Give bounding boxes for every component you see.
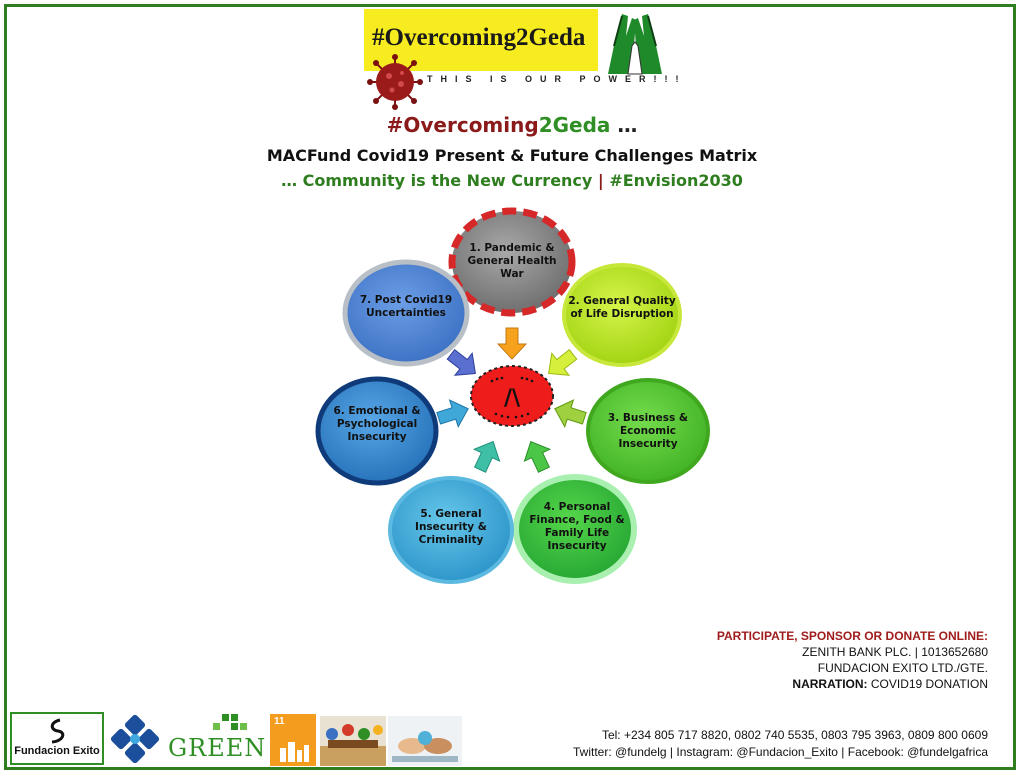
node-2-circle xyxy=(562,263,682,367)
node-4-circle xyxy=(513,474,637,584)
node-2-label: 2. General Quality of Life Disruption xyxy=(568,295,676,320)
arrow-from-node-4 xyxy=(523,440,552,473)
banner-tagline: THIS IS OUR POWER!!! xyxy=(427,74,687,84)
arrow-from-node-5 xyxy=(472,440,501,473)
hands-photo-icon xyxy=(388,716,462,766)
donation-narration: NARRATION: COVID19 DONATION xyxy=(792,677,988,691)
donation-account-name: FUNDACION EXITO LTD./GTE. xyxy=(817,661,988,675)
arrow-from-node-2 xyxy=(548,348,578,376)
node-7-circle xyxy=(342,259,470,367)
node-3-circle xyxy=(586,378,710,484)
node-1-circle xyxy=(448,207,576,317)
donation-heading: PARTICIPATE, SPONSOR OR DONATE ONLINE: xyxy=(716,629,988,643)
contact-info: Tel: +234 805 717 8820, 0802 740 5535, 0… xyxy=(573,727,988,761)
donation-bank: ZENITH BANK PLC. | 1013652680 xyxy=(802,645,988,659)
fundacion-exito-mark-icon xyxy=(50,718,65,744)
page-frame xyxy=(4,4,1016,770)
node-6-circle xyxy=(315,376,439,486)
coronavirus-icon xyxy=(367,54,423,110)
diagram-graphics: /\ xyxy=(315,207,710,584)
arrow-from-node-3 xyxy=(554,399,587,428)
arrow-from-node-1 xyxy=(496,327,528,360)
city-buildings-icon xyxy=(280,742,309,762)
raised-hands-icon xyxy=(608,14,662,75)
headline-hashtag: #Overcoming2Geda … xyxy=(386,113,638,137)
banner-title: #Overcoming2Geda xyxy=(372,24,586,51)
node-3-label: 3. Business & Economic Insecurity xyxy=(607,412,689,450)
node-6-label: 6. Emotional & Psychological Insecurity xyxy=(333,405,421,443)
node-1-label: 1. Pandemic & General Health War xyxy=(467,242,557,280)
green-logo-text: GREEN xyxy=(168,734,267,762)
contact-social: Twitter: @fundelg | Instagram: @Fundacio… xyxy=(573,745,988,759)
node-4-label: 4. Personal Finance, Food & Family Life … xyxy=(529,501,625,552)
node-5-circle xyxy=(388,476,514,584)
node-5-label: 5. General Insecurity & Criminality xyxy=(415,508,487,546)
arrow-from-node-6 xyxy=(436,399,469,428)
green-logo-squares-icon xyxy=(213,714,247,730)
headline-title: MACFund Covid19 Present & Future Challen… xyxy=(266,146,758,165)
puzzle-logo-icon xyxy=(110,714,160,764)
center-symbol: /\ xyxy=(504,386,521,411)
fundacion-exito-logo: Fundacion Exito xyxy=(10,712,104,765)
node-7-label: 7. Post Covid19 Uncertainties xyxy=(359,294,453,319)
header-banner xyxy=(364,9,598,71)
center-dots xyxy=(490,376,534,419)
headline-subtitle: … Community is the New Currency | #Envis… xyxy=(281,171,743,190)
donation-info: PARTICIPATE, SPONSOR OR DONATE ONLINE: Z… xyxy=(717,628,988,692)
contact-telephone: Tel: +234 805 717 8820, 0802 740 5535, 0… xyxy=(601,728,988,742)
sdg-number: 11 xyxy=(274,716,285,727)
challenges-matrix-diagram: /\ 1. Pandemic & General Health xyxy=(300,200,730,600)
community-photo-icon xyxy=(320,716,386,766)
fundacion-exito-text: Fundacion Exito xyxy=(14,745,100,757)
arrow-from-node-7 xyxy=(446,348,476,376)
